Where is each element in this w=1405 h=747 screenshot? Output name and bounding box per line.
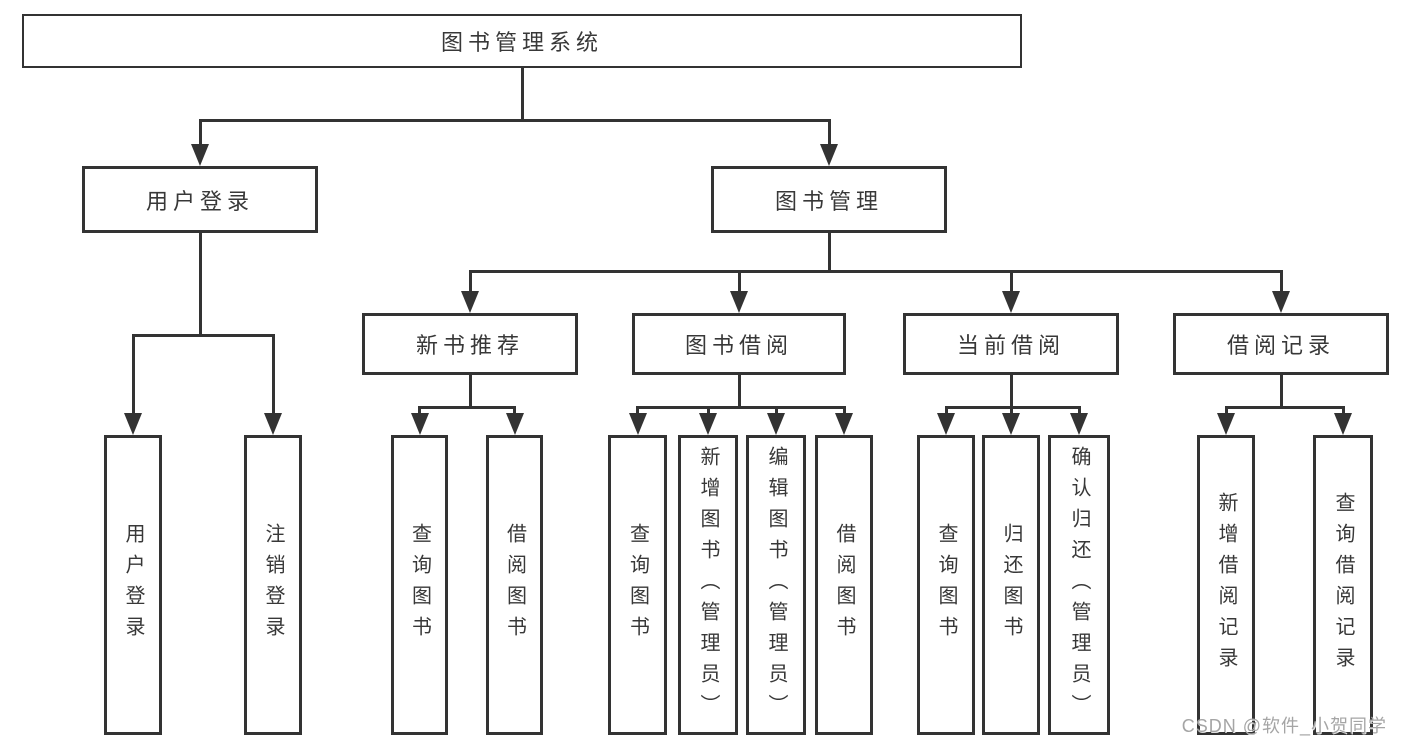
- node-root: 图书管理系统: [22, 14, 1022, 68]
- node-label: 当前借阅: [956, 333, 1065, 358]
- connector-line: [198, 118, 831, 122]
- connector-line: [131, 335, 135, 415]
- node-new-book-rec: 新书推荐: [362, 313, 578, 375]
- node-label: 查询借阅记录: [1332, 492, 1354, 678]
- connector-arrowhead: [505, 413, 524, 435]
- connector-line: [636, 405, 846, 409]
- connector-line: [706, 407, 710, 415]
- node-user-login: 用户登录: [82, 166, 318, 233]
- node-label: 图书借阅: [684, 333, 793, 358]
- connector-arrowhead: [1334, 413, 1352, 435]
- connector-line: [1009, 271, 1013, 293]
- connector-line: [198, 233, 202, 337]
- node-br-query: 查询借阅记录: [1313, 435, 1373, 735]
- connector-arrowhead: [767, 413, 785, 435]
- node-bb-add: 新增图书（管理员）: [678, 435, 738, 735]
- connector-arrowhead: [264, 413, 282, 435]
- connector-line: [1224, 407, 1228, 415]
- node-label: 图书管理系统: [440, 30, 603, 55]
- connector-line: [774, 407, 778, 415]
- node-label: 借阅图书: [503, 523, 526, 647]
- connector-arrowhead: [628, 413, 647, 435]
- connector-arrowhead: [820, 144, 838, 166]
- connector-line: [1224, 405, 1345, 409]
- connector-arrowhead: [730, 291, 748, 313]
- connector-line: [1009, 407, 1013, 415]
- connector-arrowhead: [461, 291, 479, 313]
- connector-line: [131, 333, 275, 337]
- node-label: 新增图书（管理员）: [697, 445, 719, 725]
- node-br-add: 新增借阅记录: [1197, 435, 1255, 735]
- connector-arrowhead: [835, 413, 853, 435]
- connector-line: [1341, 407, 1345, 415]
- node-bb-edit: 编辑图书（管理员）: [746, 435, 806, 735]
- node-cb-query: 查询图书: [917, 435, 975, 735]
- connector-line: [827, 120, 831, 146]
- node-book-mgmt: 图书管理: [711, 166, 947, 233]
- connector-line: [944, 405, 1081, 409]
- node-label: 用户登录: [122, 523, 144, 647]
- connector-line: [1279, 271, 1283, 293]
- connector-arrowhead: [699, 413, 717, 435]
- connector-line: [737, 375, 741, 409]
- connector-arrowhead: [410, 413, 429, 435]
- node-leaf-login: 用户登录: [104, 435, 162, 735]
- connector-arrowhead: [124, 413, 142, 435]
- connector-line: [271, 335, 275, 415]
- node-cb-return: 归还图书: [982, 435, 1040, 735]
- connector-arrowhead: [937, 413, 955, 435]
- connector-line: [842, 407, 846, 415]
- node-label: 查询图书: [935, 523, 957, 647]
- connector-arrowhead: [1217, 413, 1235, 435]
- connector-line: [636, 407, 639, 415]
- node-label: 借阅记录: [1226, 333, 1335, 358]
- connector-arrowhead: [1002, 413, 1020, 435]
- connector-line: [944, 407, 948, 415]
- node-label: 注销登录: [262, 523, 284, 647]
- watermark-text: CSDN @软件_小贺同学: [1181, 716, 1387, 736]
- connector-line: [418, 405, 516, 409]
- node-rec-query: 查询图书: [391, 435, 448, 735]
- connector-arrowhead: [1070, 413, 1088, 435]
- connector-line: [418, 407, 421, 415]
- connector-arrowhead: [191, 144, 209, 166]
- node-label: 新书推荐: [415, 333, 524, 358]
- node-label: 归还图书: [1000, 523, 1022, 647]
- node-label: 借阅图书: [833, 523, 855, 647]
- connector-line: [1009, 375, 1013, 409]
- node-rec-borrow: 借阅图书: [486, 435, 543, 735]
- node-label: 查询图书: [626, 523, 649, 647]
- connector-arrowhead: [1002, 291, 1020, 313]
- connector-line: [198, 120, 202, 146]
- node-label: 图书管理: [774, 188, 883, 214]
- connector-arrowhead: [1272, 291, 1290, 313]
- node-bb-query: 查询图书: [608, 435, 667, 735]
- connector-line: [1279, 375, 1283, 409]
- node-label: 新增借阅记录: [1215, 492, 1237, 678]
- connector-line: [468, 271, 472, 293]
- node-label: 确认归还（管理员）: [1068, 445, 1090, 725]
- connector-line: [827, 233, 831, 273]
- connector-line: [513, 407, 516, 415]
- connector-line: [1077, 407, 1081, 415]
- node-book-borrow: 图书借阅: [632, 313, 846, 375]
- node-leaf-logout: 注销登录: [244, 435, 302, 735]
- connector-line: [468, 269, 1283, 273]
- node-label: 编辑图书（管理员）: [765, 445, 787, 725]
- connector-line: [468, 375, 472, 409]
- node-current-borrow: 当前借阅: [903, 313, 1119, 375]
- node-bb-borrow: 借阅图书: [815, 435, 873, 735]
- connector-line: [520, 68, 524, 122]
- node-cb-confirm: 确认归还（管理员）: [1048, 435, 1110, 735]
- node-label: 查询图书: [408, 523, 431, 647]
- connector-line: [737, 271, 741, 293]
- node-borrow-records: 借阅记录: [1173, 313, 1389, 375]
- node-label: 用户登录: [145, 188, 254, 214]
